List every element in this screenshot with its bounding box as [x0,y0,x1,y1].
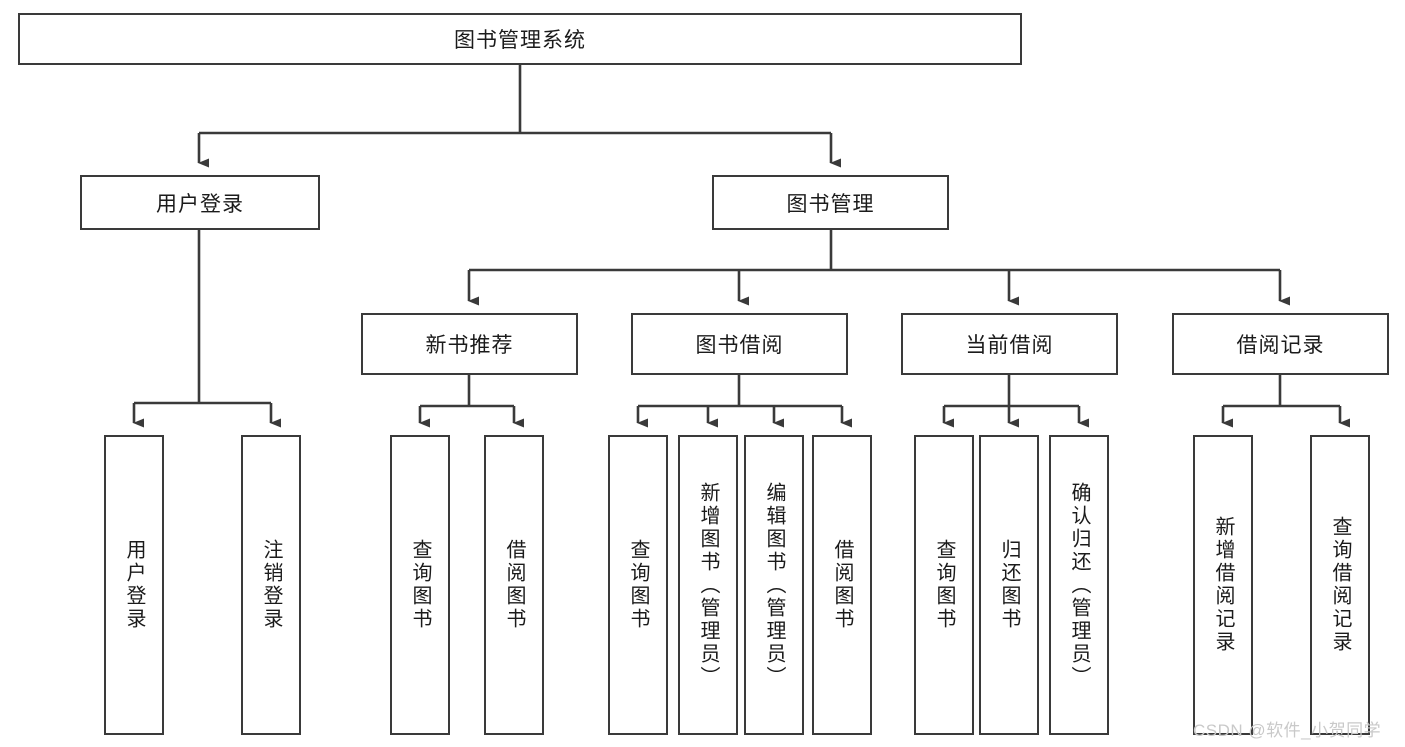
node-new-book-recommend[interactable]: 新书推荐 [361,313,578,375]
node-book-borrow[interactable]: 图书借阅 [631,313,848,375]
leaf-current-borrow-query[interactable]: 查询图书 [914,435,974,735]
leaf-borrow-record-add[interactable]: 新增借阅记录 [1193,435,1253,735]
leaf-book-borrow-borrow[interactable]: 借阅图书 [812,435,872,735]
leaf-new-book-query[interactable]: 查询图书 [390,435,450,735]
node-book-management[interactable]: 图书管理 [712,175,949,230]
leaf-current-borrow-return[interactable]: 归还图书 [979,435,1039,735]
csdn-watermark: CSDN @软件_小贺同学 [1193,721,1382,740]
leaf-book-borrow-edit[interactable]: 编辑图书（管理员） [744,435,804,735]
node-current-borrow[interactable]: 当前借阅 [901,313,1118,375]
leaf-current-borrow-confirm-return[interactable]: 确认归还（管理员） [1049,435,1109,735]
node-root-book-management-system[interactable]: 图书管理系统 [18,13,1022,65]
leaf-user-login-logout[interactable]: 注销登录 [241,435,301,735]
leaf-book-borrow-query[interactable]: 查询图书 [608,435,668,735]
node-user-login[interactable]: 用户登录 [80,175,320,230]
leaf-new-book-borrow[interactable]: 借阅图书 [484,435,544,735]
leaf-borrow-record-query[interactable]: 查询借阅记录 [1310,435,1370,735]
leaf-user-login-login[interactable]: 用户登录 [104,435,164,735]
node-borrow-record[interactable]: 借阅记录 [1172,313,1389,375]
leaf-book-borrow-add[interactable]: 新增图书（管理员） [678,435,738,735]
